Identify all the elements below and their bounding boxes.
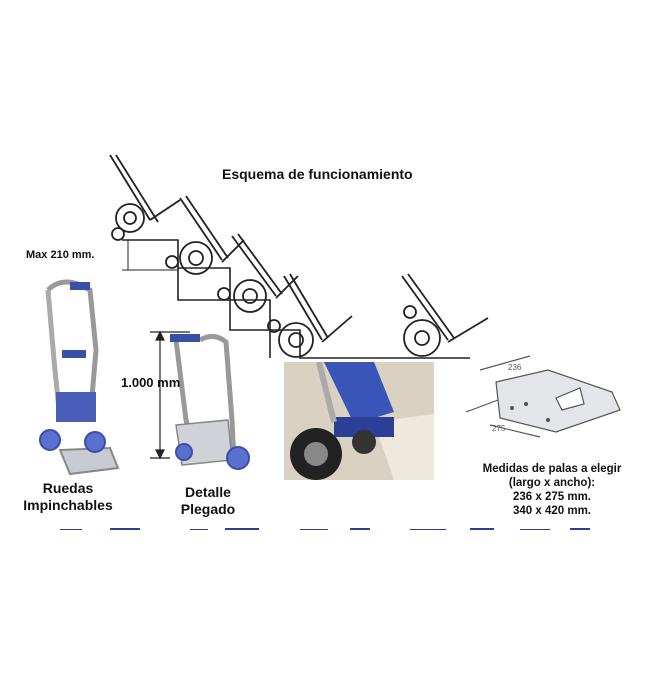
cropped-text-band [50,522,610,530]
max-height-label: Max 210 mm. [26,249,95,261]
caption-detalle-line-1: Detalle [185,484,231,500]
diagram-title: Esquema de funcionamiento [222,166,413,182]
trolley-photo-left [39,279,120,476]
caption-detalle: Detalle Plegado [158,484,258,518]
plate-dimension-236: 236 [508,363,522,372]
plate-outline-drawing [465,355,621,438]
cropped-text-marks [60,528,590,530]
stair-photo-drawing [284,362,434,480]
trolley-position-5 [401,273,489,357]
caption-ruedas-line-2: Impinchables [23,497,113,513]
trolley-position-2 [165,195,245,275]
plate-sizes-line-2: (largo x ancho): [508,477,596,489]
stair-profile-lower [177,268,271,358]
height-dimension-label: 1.000 mm [121,375,181,390]
plate-dimension-275: 275 [492,424,506,433]
height-dimension-line [150,330,190,460]
plate-sizes-line-4: 340 x 420 mm. [512,505,591,517]
stair-profile [122,239,470,359]
trolley-photo-folded [170,334,250,470]
plate-sizes-text: Medidas de palas a elegir (largo x ancho… [462,462,642,518]
plate-sizes-line-3: 236 x 275 mm. [512,491,591,503]
caption-detalle-line-2: Plegado [180,501,236,517]
caption-ruedas: Ruedas Impinchables [8,480,128,514]
stair-photo [284,362,434,480]
trolley-position-4 [267,273,353,358]
plate-sizes-line-1: Medidas de palas a elegir [482,463,622,475]
trolley-position-3 [217,233,299,313]
trolley-position-1 [109,154,181,241]
caption-ruedas-line-1: Ruedas [42,480,94,496]
